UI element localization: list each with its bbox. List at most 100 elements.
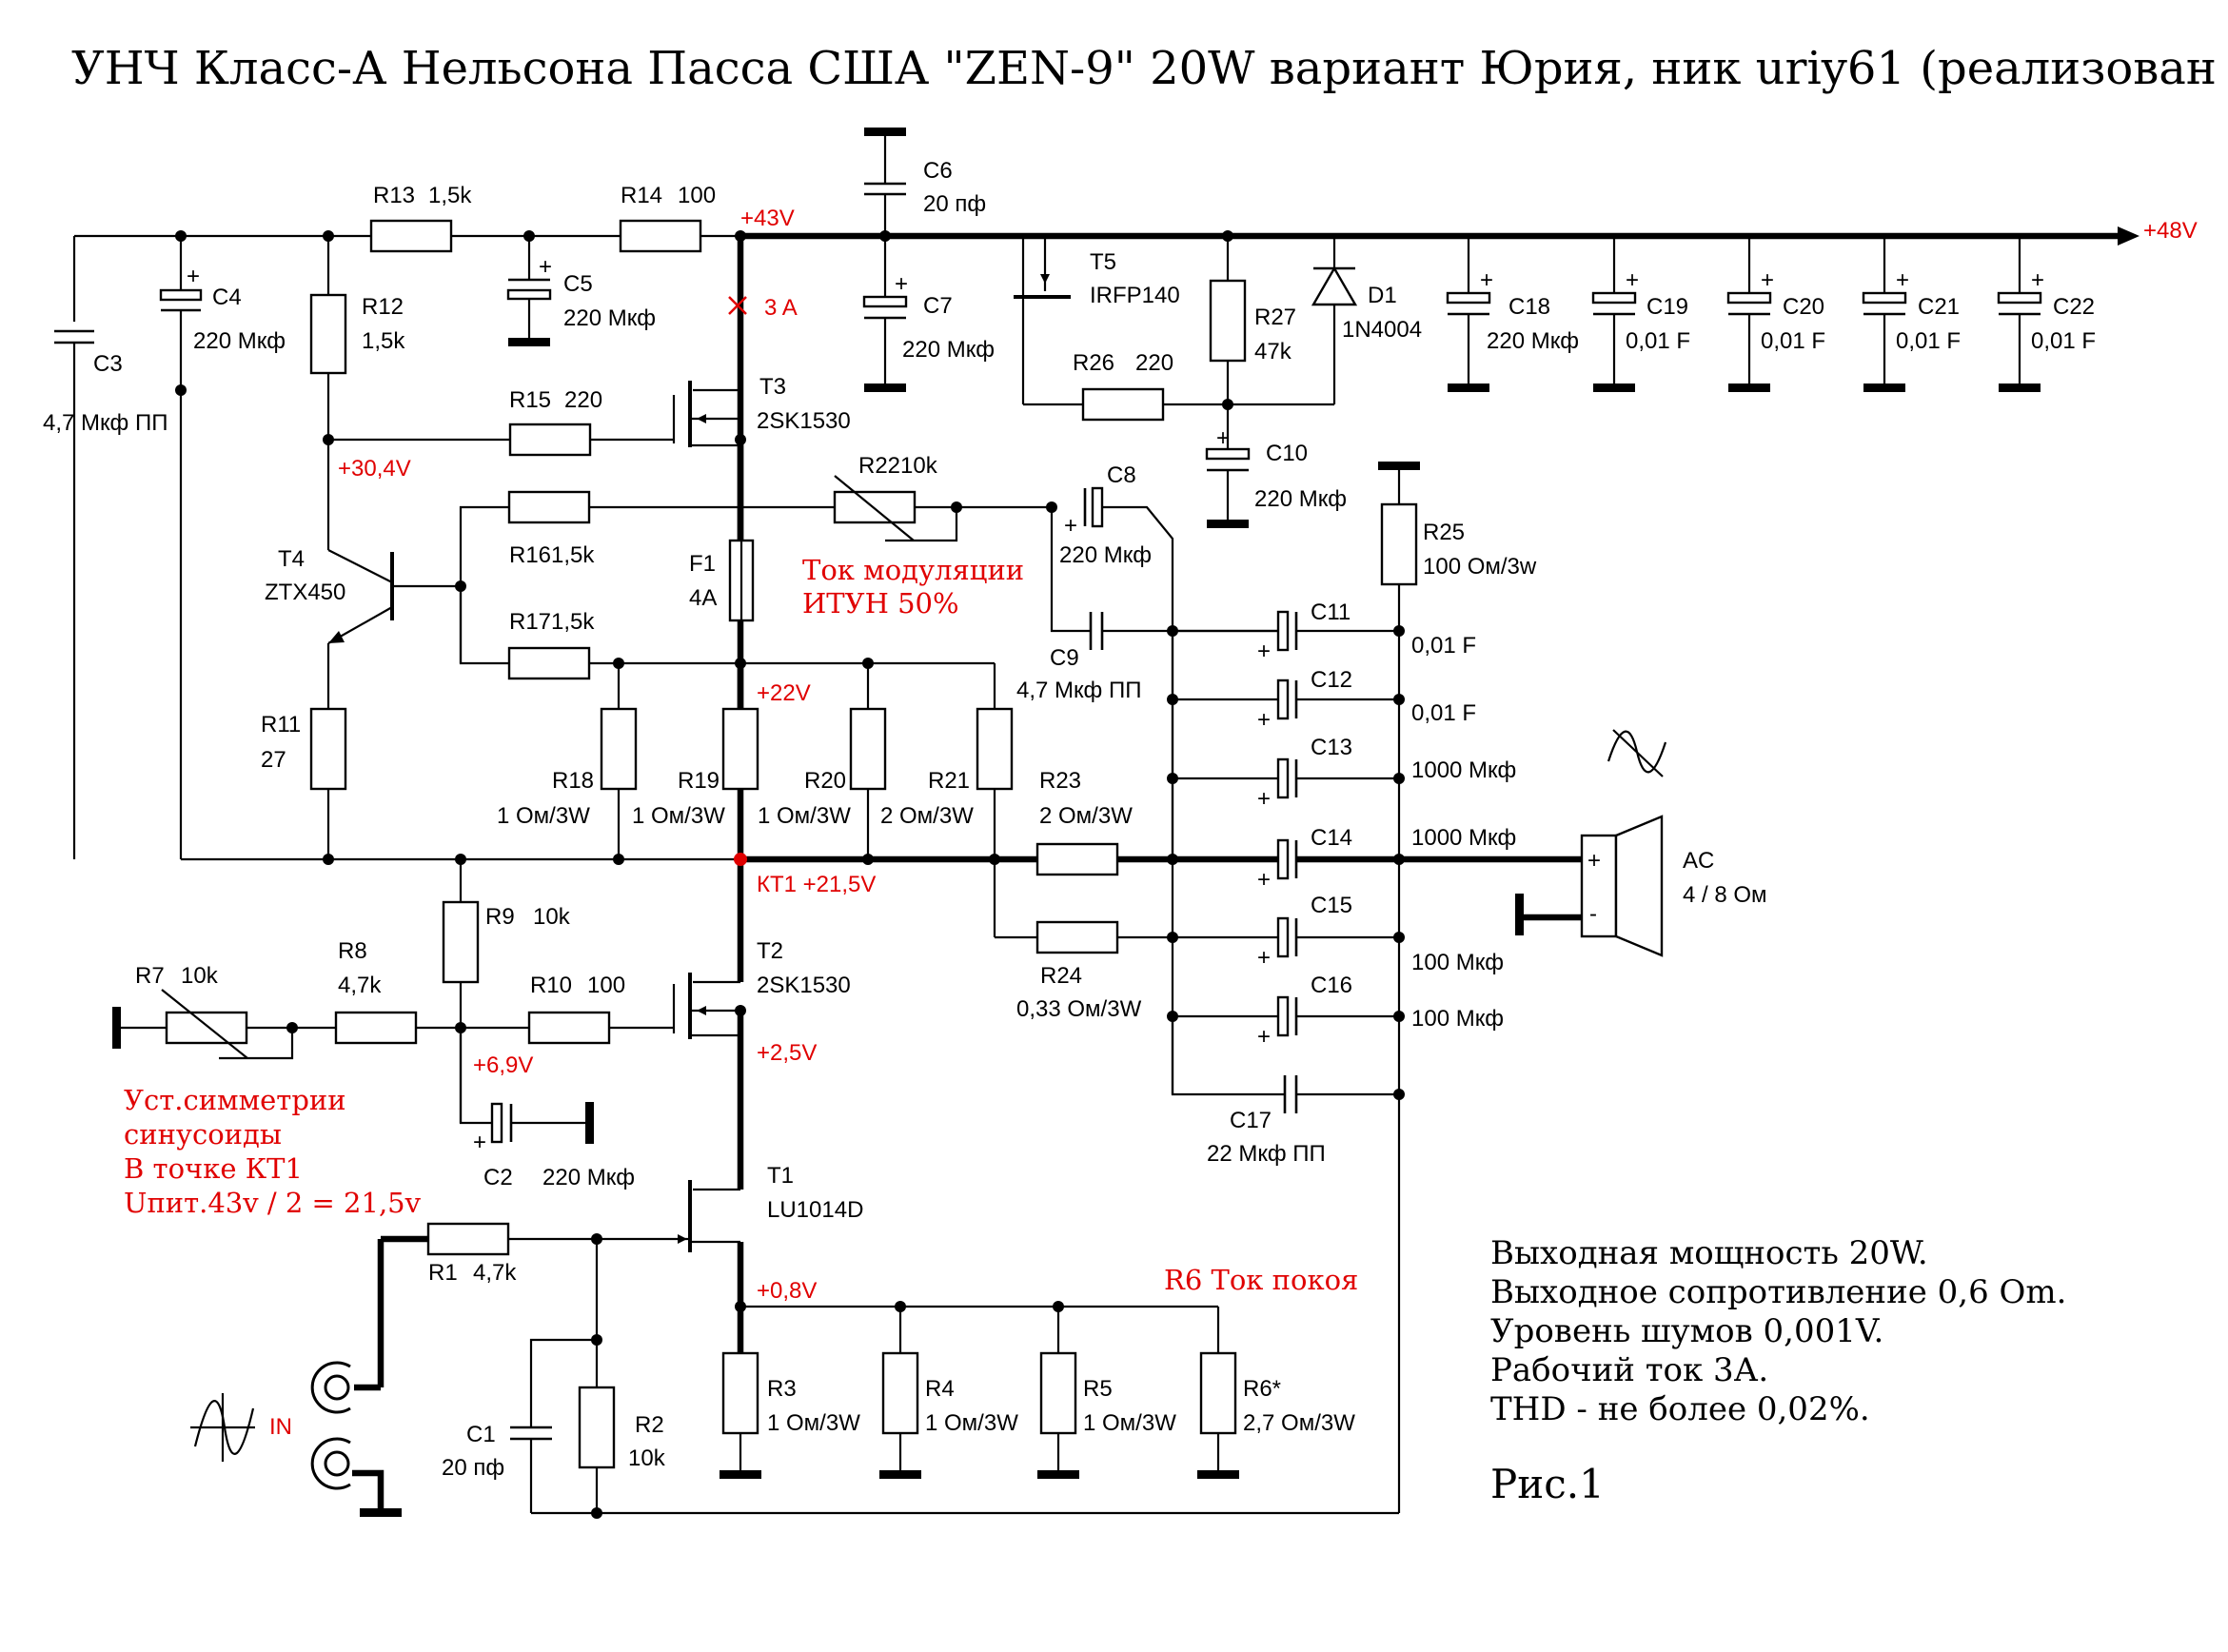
label-25v: +2,5V bbox=[757, 1040, 817, 1066]
label-30v: +30,4V bbox=[338, 456, 411, 482]
svg-text:+: + bbox=[1761, 267, 1774, 293]
ground-icon bbox=[508, 338, 550, 346]
svg-text:R20: R20 bbox=[804, 768, 846, 794]
svg-text:47k: 47k bbox=[1254, 339, 1292, 364]
resistor-r13 bbox=[369, 219, 453, 253]
svg-text:20 пф: 20 пф bbox=[442, 1455, 504, 1481]
note-symmetry-3: В точке КТ1 bbox=[124, 1152, 303, 1185]
note-quiescent: R6 Ток покоя bbox=[1164, 1264, 1358, 1296]
schematic-title: УНЧ Класс-А Нельсона Пасса США "ZEN-9" 2… bbox=[71, 42, 2228, 95]
svg-text:C7: C7 bbox=[923, 293, 953, 319]
svg-text:C8: C8 bbox=[1107, 462, 1136, 488]
capacitor-c1: C1 20 пф bbox=[442, 1422, 504, 1481]
svg-text:C12: C12 bbox=[1311, 667, 1352, 693]
svg-text:10k: 10k bbox=[181, 963, 219, 989]
svg-text:220 Мкф: 220 Мкф bbox=[1254, 486, 1347, 512]
svg-text:220: 220 bbox=[1135, 350, 1173, 376]
svg-text:T3: T3 bbox=[759, 374, 786, 400]
svg-text:10k: 10k bbox=[533, 904, 571, 930]
resistor-r25 bbox=[1380, 502, 1418, 586]
resistor-r20 bbox=[849, 707, 887, 791]
svg-text:R18: R18 bbox=[552, 768, 594, 794]
svg-text:1,5k: 1,5k bbox=[362, 328, 405, 354]
svg-text:20 пф: 20 пф bbox=[923, 191, 986, 217]
svg-text:LU1014D: LU1014D bbox=[767, 1197, 863, 1223]
resistor-r19 bbox=[721, 707, 759, 791]
resistor-r24 bbox=[1035, 920, 1119, 954]
svg-text:C6: C6 bbox=[923, 158, 953, 184]
svg-text:1 Ом/3W: 1 Ом/3W bbox=[758, 803, 851, 829]
svg-text:+: + bbox=[473, 1130, 486, 1155]
svg-text:2 Ом/3W: 2 Ом/3W bbox=[880, 803, 974, 829]
transistor-t2: T2 2SK1530 bbox=[672, 859, 851, 1039]
resistor-r16 bbox=[507, 490, 591, 524]
svg-text:+: + bbox=[1257, 867, 1271, 893]
spec-current: Рабочий ток 3А. bbox=[1490, 1351, 1768, 1389]
svg-text:1 Ом/3W: 1 Ом/3W bbox=[632, 803, 725, 829]
svg-text:C18: C18 bbox=[1508, 294, 1550, 320]
label-43v: +43V bbox=[740, 206, 795, 231]
svg-text:C16: C16 bbox=[1311, 973, 1352, 998]
label-kt1: КТ1 +21,5V bbox=[757, 872, 876, 897]
svg-text:C15: C15 bbox=[1311, 893, 1352, 918]
svg-text:R13: R13 bbox=[373, 183, 415, 208]
svg-text:27: 27 bbox=[261, 747, 286, 773]
svg-text:R26: R26 bbox=[1073, 350, 1114, 376]
svg-text:1,5k: 1,5k bbox=[428, 183, 472, 208]
svg-text:R4: R4 bbox=[925, 1376, 955, 1402]
svg-text:C21: C21 bbox=[1918, 294, 1960, 320]
svg-text:R24: R24 bbox=[1040, 963, 1082, 989]
resistor-r7 bbox=[165, 1011, 248, 1045]
resistor-r8 bbox=[334, 1011, 418, 1045]
svg-text:+: + bbox=[2031, 267, 2044, 293]
svg-text:0,01 F: 0,01 F bbox=[1411, 633, 1476, 659]
figure-label: Рис.1 bbox=[1490, 1461, 1605, 1507]
svg-text:C2: C2 bbox=[483, 1165, 513, 1190]
svg-text:R21: R21 bbox=[928, 768, 970, 794]
specs-block: Выходная мощность 20W. Выходное сопротив… bbox=[1490, 1234, 2066, 1428]
svg-text:1 Ом/3W: 1 Ом/3W bbox=[1083, 1410, 1176, 1436]
svg-text:+: + bbox=[1257, 1024, 1271, 1050]
svg-text:AC: AC bbox=[1683, 848, 1714, 874]
resistor-r10 bbox=[527, 1011, 611, 1045]
svg-text:C14: C14 bbox=[1311, 825, 1352, 851]
svg-text:T1: T1 bbox=[767, 1163, 794, 1189]
svg-text:220 Мкф: 220 Мкф bbox=[193, 328, 286, 354]
svg-text:0,01 F: 0,01 F bbox=[1626, 328, 1690, 354]
spec-power: Выходная мощность 20W. bbox=[1490, 1234, 1928, 1272]
svg-text:4A: 4A bbox=[689, 585, 717, 611]
svg-text:220 Мкф: 220 Мкф bbox=[563, 305, 656, 331]
svg-text:+: + bbox=[1896, 267, 1909, 293]
svg-text:+: + bbox=[1480, 267, 1493, 293]
svg-text:C3: C3 bbox=[93, 351, 123, 377]
svg-text:+: + bbox=[1257, 945, 1271, 971]
svg-text:+: + bbox=[1216, 425, 1230, 451]
spec-noise: Уровень шумов 0,001V. bbox=[1490, 1312, 1883, 1350]
label-22v: +22V bbox=[757, 680, 811, 706]
input-jack-icon bbox=[310, 1361, 351, 1490]
svg-text:22 Мкф ПП: 22 Мкф ПП bbox=[1207, 1141, 1326, 1167]
svg-text:C1: C1 bbox=[466, 1422, 496, 1447]
sine-wave-input-icon bbox=[190, 1393, 255, 1462]
svg-text:+: + bbox=[187, 264, 200, 289]
svg-text:F1: F1 bbox=[689, 551, 716, 577]
svg-text:C11: C11 bbox=[1311, 600, 1351, 625]
svg-text:R171,5k: R171,5k bbox=[509, 609, 595, 635]
svg-text:R19: R19 bbox=[678, 768, 720, 794]
svg-text:C19: C19 bbox=[1646, 294, 1688, 320]
resistor-r4 bbox=[881, 1351, 919, 1435]
svg-text:0,33 Ом/3W: 0,33 Ом/3W bbox=[1016, 996, 1142, 1022]
svg-text:0,01 F: 0,01 F bbox=[2031, 328, 2096, 354]
transistor-t4: T4 ZTX450 bbox=[265, 546, 461, 644]
svg-text:R8: R8 bbox=[338, 938, 367, 964]
resistor-r2 bbox=[578, 1386, 616, 1469]
